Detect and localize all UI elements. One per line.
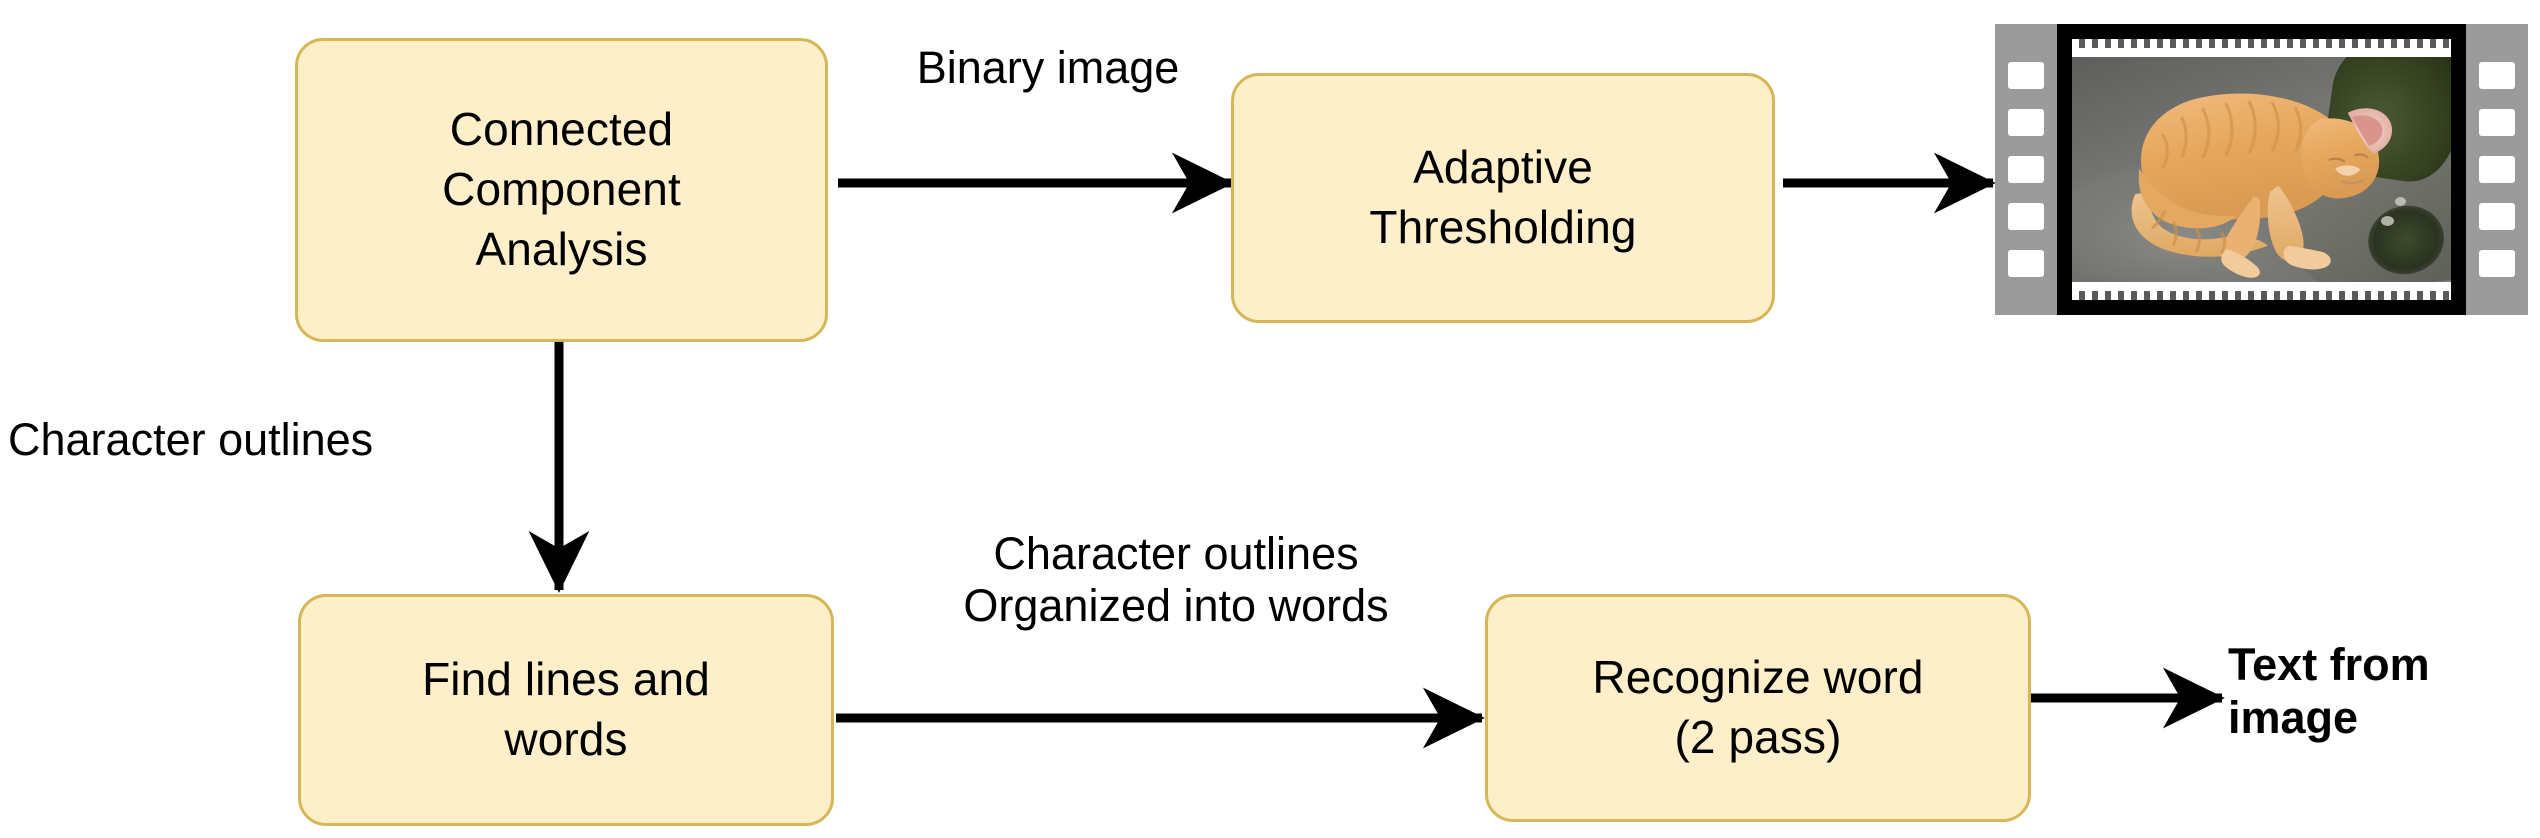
node-label-line: Component — [442, 163, 681, 216]
edge-label-line: Character outlines — [8, 414, 374, 465]
filmstrip-sprockets-right — [2466, 24, 2528, 315]
terminal-label-line: Text from — [2228, 639, 2430, 690]
node-label-line: (2 pass) — [1674, 711, 1842, 763]
sprocket-hole — [2008, 250, 2044, 277]
input-image-filmstrip — [1995, 24, 2528, 315]
node-find-lines-and-words[interactable]: Find lines and words — [298, 594, 834, 826]
photo-pebble — [2394, 196, 2406, 206]
terminal-label-line: image — [2228, 692, 2359, 744]
sprocket-hole — [2479, 156, 2515, 183]
node-label-line: Recognize word — [1592, 651, 1924, 704]
node-recognize-word[interactable]: Recognize word (2 pass) — [1485, 594, 2031, 822]
sprocket-hole — [2479, 62, 2515, 89]
cat-photo — [2072, 57, 2451, 282]
edge-label-line: Binary image — [916, 42, 1180, 93]
edge-label-line: Character outlines — [993, 528, 1359, 579]
sprocket-hole — [2479, 250, 2515, 277]
edge-label-binary-image: Binary image — [848, 42, 1248, 94]
sprocket-hole — [2479, 203, 2515, 230]
node-label-line: Adaptive — [1413, 141, 1593, 194]
node-label-line: Thresholding — [1369, 201, 1637, 253]
node-label-line: Connected — [449, 103, 674, 156]
filmstrip-perforation-bottom — [2072, 291, 2451, 300]
node-label-line: Analysis — [475, 222, 648, 275]
sprocket-hole — [2008, 62, 2044, 89]
cat-illustration — [2131, 93, 2393, 278]
node-connected-component-analysis[interactable]: Connected Component Analysis — [295, 38, 828, 342]
terminal-text-from-image: Text from image — [2228, 638, 2528, 744]
node-adaptive-thresholding[interactable]: Adaptive Thresholding — [1231, 73, 1775, 323]
photo-pebble — [2381, 215, 2395, 226]
node-label-line: Find lines and — [422, 653, 710, 706]
sprocket-hole — [2008, 156, 2044, 183]
sprocket-hole — [2008, 109, 2044, 136]
node-label-line: words — [504, 713, 628, 765]
filmstrip-frame — [2057, 24, 2466, 315]
sprocket-hole — [2479, 109, 2515, 136]
filmstrip-photo-band — [2072, 48, 2451, 291]
edge-label-character-outlines: Character outlines — [8, 414, 428, 466]
sprocket-hole — [2008, 203, 2044, 230]
filmstrip-sprockets-left — [1995, 24, 2057, 315]
filmstrip-perforation-top — [2072, 39, 2451, 48]
edge-label-character-outlines-organized: Character outlines Organized into words — [866, 528, 1486, 632]
edge-label-line: Organized into words — [963, 580, 1389, 632]
